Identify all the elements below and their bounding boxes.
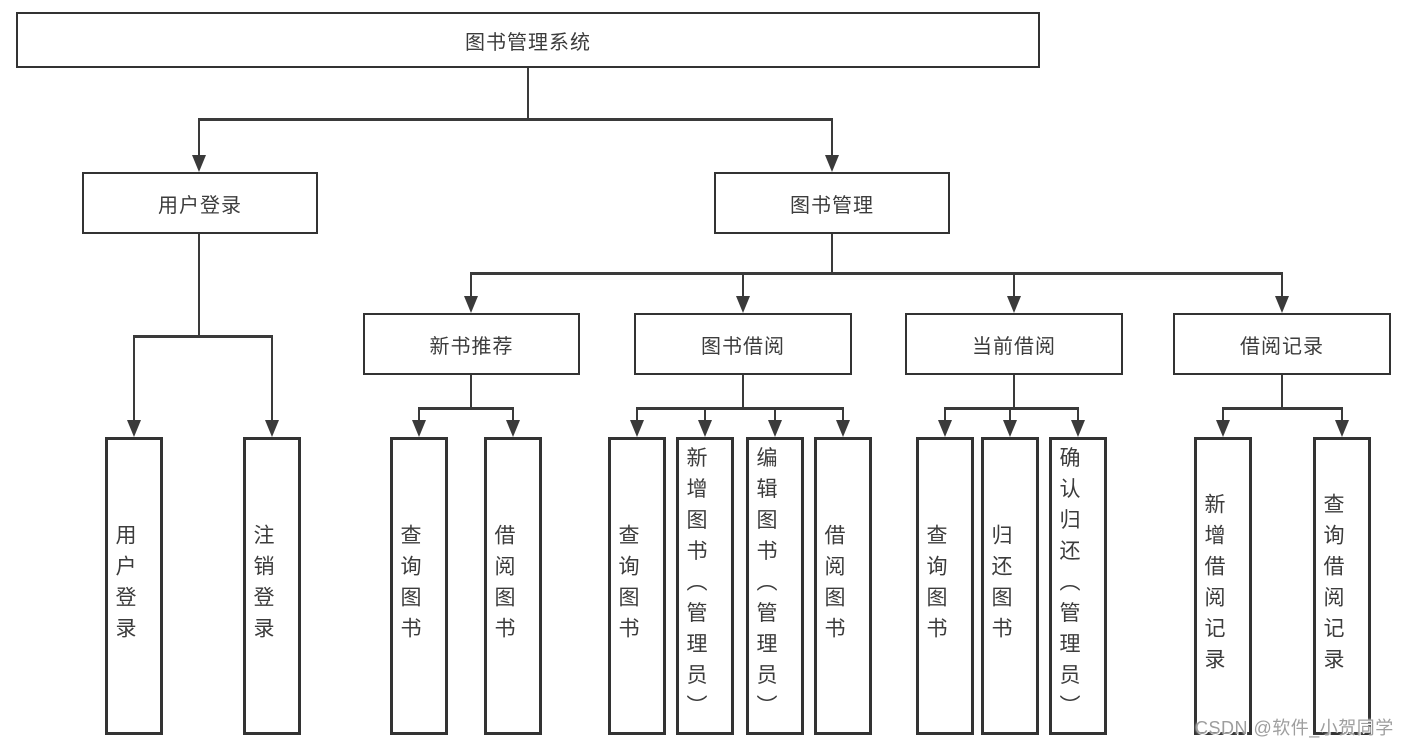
leaf-add-books-admin: 新增图书（管理员） — [676, 437, 734, 735]
leaf-logout: 注销登录 — [243, 437, 301, 735]
arrow-down-icon — [1007, 296, 1021, 313]
node-label: 借阅记录 — [1240, 335, 1324, 358]
arrow-down-icon — [768, 420, 782, 437]
leaf-label: 归还图书 — [989, 524, 1012, 648]
csdn-watermark: CSDN @软件_小贺同学 — [1195, 718, 1394, 738]
arrow-down-icon — [506, 420, 520, 437]
leaf-edit-books-admin: 编辑图书（管理员） — [746, 437, 804, 735]
leaf-label: 注销登录 — [251, 524, 274, 648]
leaf-borrow-books-recommend: 借阅图书 — [484, 437, 542, 735]
connector-line — [197, 234, 201, 336]
leaf-label: 查询图书 — [924, 524, 947, 648]
connector-line — [1008, 407, 1012, 422]
leaf-user-login: 用户登录 — [105, 437, 163, 735]
connector-line — [1221, 407, 1344, 410]
connector-line — [1012, 272, 1016, 298]
connector-line — [741, 375, 745, 408]
arrow-down-icon — [192, 155, 206, 172]
connector-line — [1076, 407, 1080, 422]
arrow-down-icon — [1275, 296, 1289, 313]
leaf-query-borrow-record: 查询借阅记录 — [1313, 437, 1371, 735]
connector-line — [197, 118, 201, 157]
leaf-add-borrow-record: 新增借阅记录 — [1194, 437, 1252, 735]
leaf-query-books-borrowing: 查询图书 — [608, 437, 666, 735]
connector-line — [830, 234, 834, 273]
connector-line — [417, 407, 421, 422]
leaf-query-books-current: 查询图书 — [916, 437, 974, 735]
connector-line — [469, 375, 473, 408]
connector-line — [469, 272, 473, 298]
leaf-borrow-books: 借阅图书 — [814, 437, 872, 735]
leaf-return-books: 归还图书 — [981, 437, 1039, 735]
connector-line — [511, 407, 515, 422]
arrow-down-icon — [412, 420, 426, 437]
arrow-down-icon — [825, 155, 839, 172]
leaf-label: 借阅图书 — [492, 524, 515, 648]
leaf-label: 编辑图书（管理员） — [754, 446, 777, 726]
node-label: 新书推荐 — [429, 335, 514, 358]
node-label: 用户登录 — [158, 194, 242, 217]
arrow-down-icon — [127, 420, 141, 437]
connector-line — [417, 407, 515, 410]
node-library-management-system: 图书管理系统 — [16, 12, 1040, 68]
node-user-login: 用户登录 — [82, 172, 318, 234]
connector-line — [1280, 272, 1284, 298]
connector-line — [1012, 375, 1016, 408]
leaf-label: 查询图书 — [398, 524, 421, 648]
leaf-confirm-return-admin: 确认归还（管理员） — [1049, 437, 1107, 735]
node-book-management: 图书管理 — [714, 172, 950, 234]
node-label: 当前借阅 — [972, 335, 1056, 358]
connector-line — [943, 407, 947, 422]
arrow-down-icon — [836, 420, 850, 437]
leaf-label: 查询图书 — [616, 524, 639, 648]
node-label: 图书管理系统 — [465, 31, 591, 54]
connector-line — [841, 407, 845, 422]
connector-line — [635, 407, 639, 422]
leaf-label: 新增借阅记录 — [1202, 493, 1225, 679]
leaf-query-books-recommend: 查询图书 — [390, 437, 448, 735]
connector-line — [132, 335, 274, 338]
connector-line — [703, 407, 707, 422]
node-book-borrowing: 图书借阅 — [634, 313, 852, 375]
arrow-down-icon — [1003, 420, 1017, 437]
connector-line — [635, 407, 845, 410]
connector-line — [773, 407, 777, 422]
node-label: 图书借阅 — [701, 335, 785, 358]
arrow-down-icon — [464, 296, 478, 313]
arrow-down-icon — [1335, 420, 1349, 437]
node-borrowing-records: 借阅记录 — [1173, 313, 1391, 375]
connector-line — [469, 272, 1284, 275]
connector-line — [741, 272, 745, 298]
connector-line — [1340, 407, 1344, 422]
connector-line — [132, 335, 136, 422]
connector-line — [526, 68, 530, 119]
connector-line — [197, 118, 834, 121]
leaf-label: 确认归还（管理员） — [1057, 446, 1080, 726]
leaf-label: 用户登录 — [113, 524, 136, 648]
connector-line — [943, 407, 1080, 410]
connector-line — [1221, 407, 1225, 422]
arrow-down-icon — [1216, 420, 1230, 437]
arrow-down-icon — [630, 420, 644, 437]
arrow-down-icon — [1071, 420, 1085, 437]
node-label: 图书管理 — [790, 194, 874, 217]
connector-line — [830, 118, 834, 157]
node-current-borrowing: 当前借阅 — [905, 313, 1123, 375]
node-new-book-recommendation: 新书推荐 — [363, 313, 580, 375]
leaf-label: 查询借阅记录 — [1321, 493, 1344, 679]
arrow-down-icon — [736, 296, 750, 313]
arrow-down-icon — [698, 420, 712, 437]
leaf-label: 借阅图书 — [822, 524, 845, 648]
arrow-down-icon — [938, 420, 952, 437]
connector-line — [1280, 375, 1284, 408]
arrow-down-icon — [265, 420, 279, 437]
leaf-label: 新增图书（管理员） — [684, 446, 707, 726]
connector-line — [270, 335, 274, 422]
